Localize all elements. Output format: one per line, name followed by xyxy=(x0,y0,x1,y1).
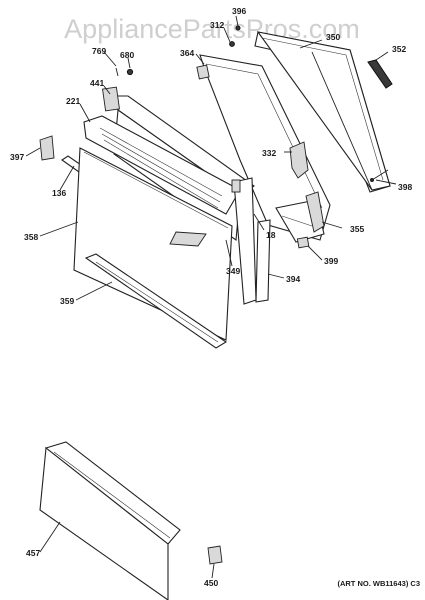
watermark-text: AppliancePartsPros.com xyxy=(64,14,360,44)
label-769[interactable]: 769 xyxy=(92,46,106,56)
label-349[interactable]: 349 xyxy=(226,266,240,276)
label-18[interactable]: 18 xyxy=(266,230,276,240)
part-332-hinge-bracket[interactable] xyxy=(289,141,309,179)
label-332[interactable]: 332 xyxy=(262,148,276,158)
leader-lines xyxy=(25,15,397,579)
part-457-drawer-front[interactable] xyxy=(39,441,181,600)
label-358[interactable]: 358 xyxy=(24,232,38,242)
part-359-bottom-trim[interactable] xyxy=(84,253,228,349)
art-number: (ART NO. WB11643) C3 xyxy=(337,579,420,588)
part-312-nut[interactable] xyxy=(229,41,235,47)
label-396[interactable]: 396 xyxy=(232,6,246,16)
label-350[interactable]: 350 xyxy=(326,32,340,42)
part-399-clip[interactable] xyxy=(296,236,310,249)
label-352[interactable]: 352 xyxy=(392,44,406,54)
label-398[interactable]: 398 xyxy=(398,182,412,192)
label-450[interactable]: 450 xyxy=(204,578,218,588)
label-359[interactable]: 359 xyxy=(60,296,74,306)
part-769-screw[interactable] xyxy=(115,67,119,77)
label-221[interactable]: 221 xyxy=(66,96,80,106)
label-355[interactable]: 355 xyxy=(350,224,364,234)
part-358-outer-door-glass[interactable] xyxy=(73,147,233,341)
part-396-screw[interactable] xyxy=(235,25,241,31)
label-364[interactable]: 364 xyxy=(180,48,194,58)
label-457[interactable]: 457 xyxy=(26,548,40,558)
part-18-side-rail[interactable] xyxy=(231,177,257,305)
part-221-door-panel[interactable] xyxy=(83,115,241,215)
part-350-door-outer-panel[interactable] xyxy=(254,31,391,193)
part-labels: 396 312 350 352 769 680 364 441 221 397 … xyxy=(10,6,412,588)
label-394[interactable]: 394 xyxy=(286,274,300,284)
part-398-screw[interactable] xyxy=(370,169,389,182)
part-680-clip[interactable] xyxy=(126,68,134,76)
part-355-hinge[interactable] xyxy=(275,191,325,243)
part-450-drawer-clip[interactable] xyxy=(207,545,223,565)
label-399[interactable]: 399 xyxy=(324,256,338,266)
label-680[interactable]: 680 xyxy=(120,50,134,60)
label-136[interactable]: 136 xyxy=(52,188,66,198)
label-312[interactable]: 312 xyxy=(210,20,224,30)
part-394-trim[interactable] xyxy=(255,219,271,303)
part-397-bracket[interactable] xyxy=(39,135,55,161)
part-352-gasket[interactable] xyxy=(367,59,393,89)
label-441[interactable]: 441 xyxy=(90,78,104,88)
label-397[interactable]: 397 xyxy=(10,152,24,162)
